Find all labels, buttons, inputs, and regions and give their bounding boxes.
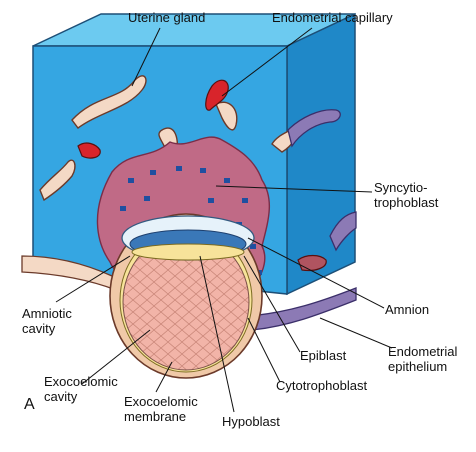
label-amniotic-cavity: Amniotic cavity	[22, 306, 72, 336]
label-exocoelomic-cavity: Exocoelomic cavity	[44, 374, 118, 404]
leader-uterine-gland	[131, 27, 161, 87]
nucleus	[208, 198, 214, 203]
side-gland	[329, 211, 357, 252]
leader-exocoelomic-cavity	[81, 329, 151, 385]
leader-endometrial-capillary	[221, 27, 313, 97]
nucleus	[224, 178, 230, 183]
blastocyst	[109, 213, 263, 379]
nucleus	[128, 178, 134, 183]
nucleus	[250, 244, 256, 249]
nucleus	[144, 196, 150, 201]
nucleus	[176, 166, 182, 171]
endometrial-capillary	[77, 142, 101, 159]
panel-letter: A	[24, 396, 35, 413]
label-exocoelomic-membrane: Exocoelomic membrane	[124, 394, 198, 424]
leader-cytotrophoblast	[247, 317, 281, 383]
leader-amnion	[247, 237, 385, 309]
endometrial-epithelium-right	[249, 287, 357, 331]
nucleus	[120, 206, 126, 211]
nucleus	[242, 198, 248, 203]
leader-exocoelomic-membrane	[155, 361, 173, 393]
endometrium-side-face	[286, 12, 356, 296]
leader-amniotic-cavity	[55, 255, 131, 303]
label-endometrial-capillary: Endometrial capillary	[272, 10, 393, 25]
uterine-gland	[215, 101, 238, 131]
label-syncytiotrophoblast: Syncytio- trophoblast	[374, 180, 439, 210]
endometrial-capillaries	[77, 79, 327, 272]
label-hypoblast: Hypoblast	[222, 414, 280, 429]
leader-endometrial-epithelium	[319, 317, 393, 349]
leader-epiblast	[243, 255, 301, 353]
label-amnion: Amnion	[385, 302, 430, 317]
uterine-gland	[39, 159, 76, 202]
endometrial-capillary	[297, 254, 327, 272]
nucleus	[150, 170, 156, 175]
endometrial-capillary	[205, 79, 229, 111]
nucleus	[200, 168, 206, 173]
uterine-gland	[71, 75, 147, 129]
hypoblast-layer	[131, 243, 245, 261]
leader-lines	[55, 27, 393, 413]
leader-hypoblast	[199, 255, 235, 413]
side-gland	[287, 109, 341, 148]
label-endometrial-epithelium: Endometrial epithelium	[388, 344, 458, 374]
label-uterine-gland: Uterine gland	[128, 10, 206, 25]
label-cytotrophoblast: Cytotrophoblast	[276, 378, 368, 393]
leader-syncytiotrophoblast	[215, 185, 373, 193]
label-epiblast: Epiblast	[300, 348, 347, 363]
